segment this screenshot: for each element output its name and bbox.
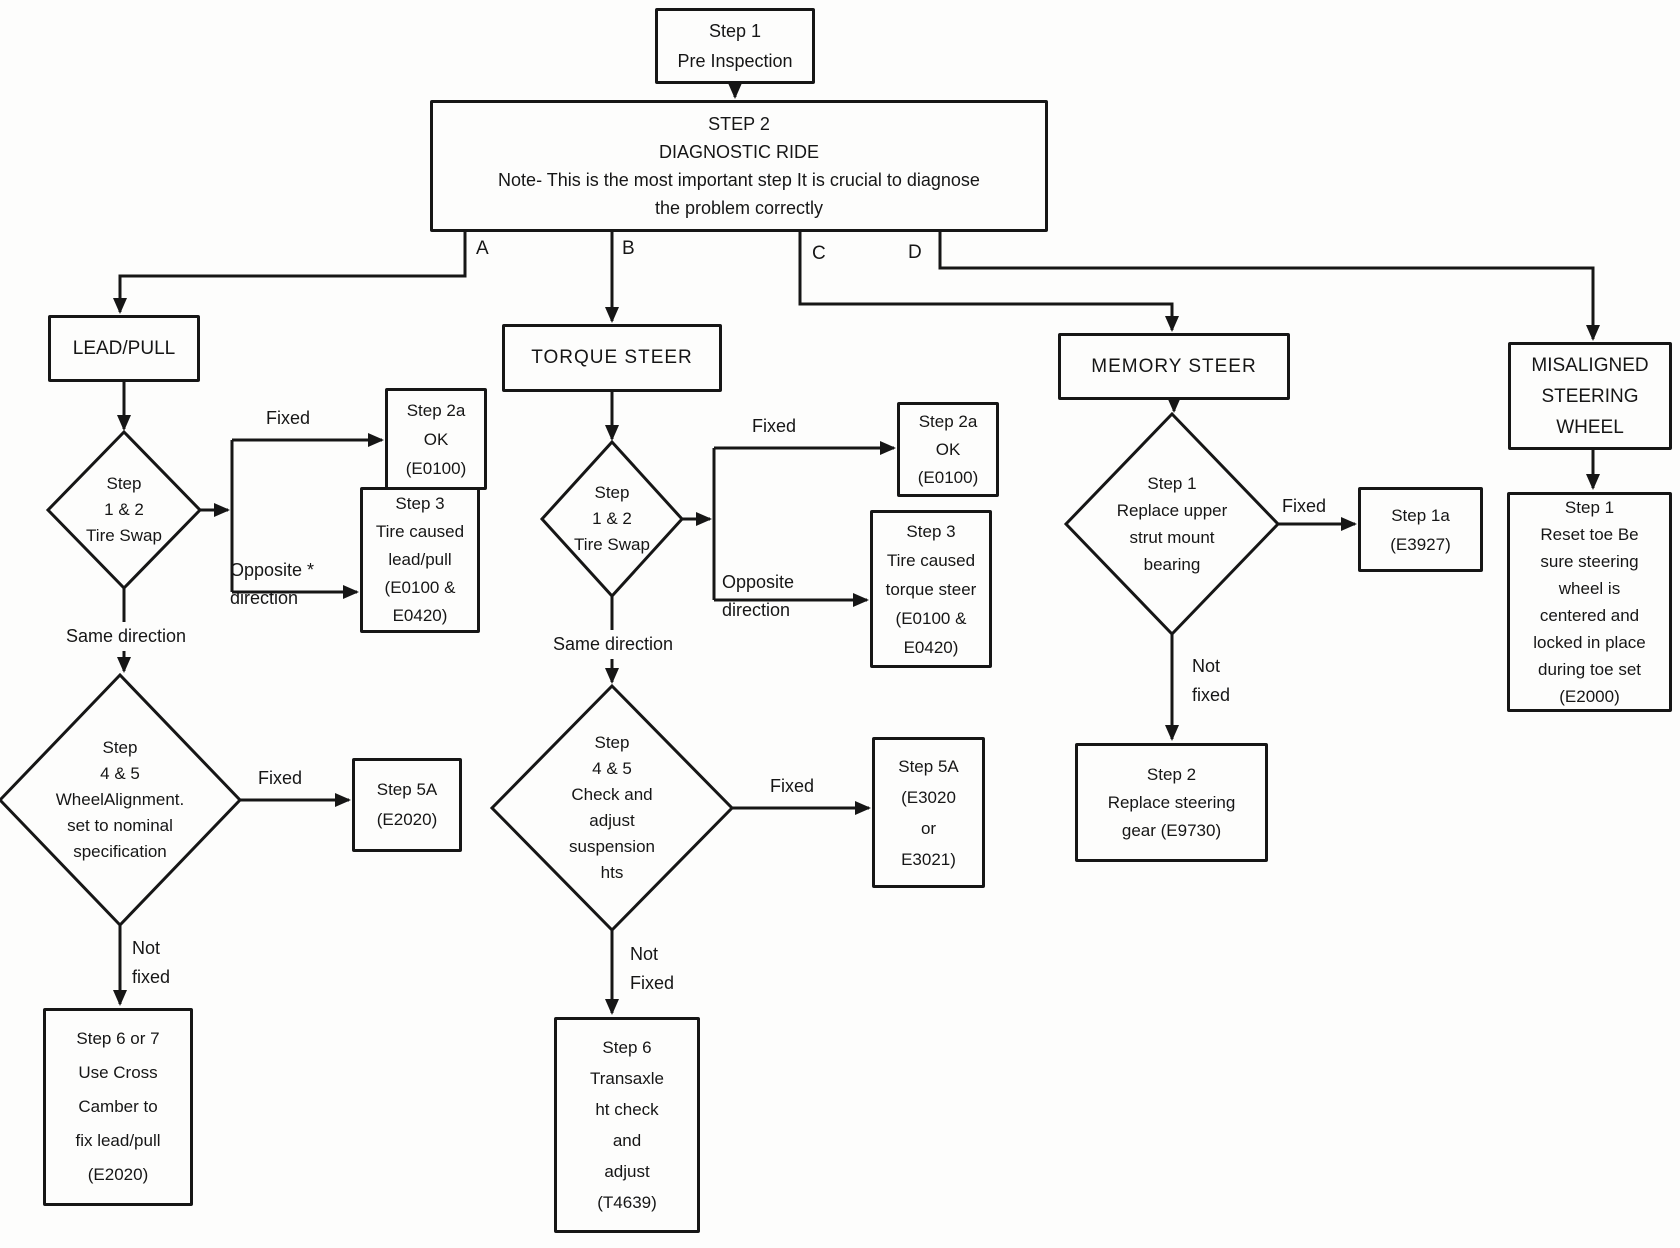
node-step6-transaxle: Step 6 Transaxle ht check and adjust (T4… <box>554 1017 700 1233</box>
node-diagnostic-ride-text: STEP 2 DIAGNOSTIC RIDE Note- This is the… <box>498 114 980 218</box>
node-memory-steer: MEMORY STEER <box>1058 333 1290 400</box>
node-step5a-e2020: Step 5A (E2020) <box>352 758 462 852</box>
node-step2a-ok-b-text: Step 2a OK (E0100) <box>917 411 979 487</box>
edge-label-not-fixed-b: Not Fixed <box>630 944 675 993</box>
node-step1-reset-toe-text: Step 1 Reset toe Be sure steering wheel … <box>1533 498 1646 706</box>
connector-branch-c <box>798 232 1179 332</box>
edge-label-same-direction-a: Same direction <box>40 622 212 651</box>
node-step2-replace-steering-gear-text: Step 2 Replace steering gear (E9730) <box>1107 764 1236 840</box>
edge-label-fixed-b-mid: Fixed <box>770 776 815 796</box>
node-torque-steer: TORQUE STEER <box>502 324 722 392</box>
node-step3-tire-caused-torque-steer-text: Step 3 Tire caused torque steer (E0100 &… <box>885 521 977 657</box>
decision-diamond-strut-mount-c <box>1063 411 1281 637</box>
edge-label-fixed-b-top: Fixed <box>752 416 797 436</box>
node-misaligned-steering-wheel-text: MISALIGNED STEERING WHEEL <box>1531 354 1649 438</box>
decision-diamond-suspension-b <box>489 683 735 933</box>
node-misaligned-steering-wheel: MISALIGNED STEERING WHEEL <box>1508 342 1672 450</box>
node-step1a-e3927: Step 1a (E3927) <box>1358 487 1483 572</box>
decision-diamond-wheel-alignment-a <box>0 672 243 928</box>
connector-branch-d <box>938 232 1600 341</box>
node-step6or7-cross-camber: Step 6 or 7 Use Cross Camber to fix lead… <box>43 1008 193 1206</box>
branch-label-d: D <box>908 242 922 263</box>
node-step5a-e2020-text: Step 5A (E2020) <box>376 780 438 829</box>
node-lead-pull-text: LEAD/PULL <box>72 337 176 359</box>
node-step2a-ok-b: Step 2a OK (E0100) <box>897 402 999 497</box>
node-step5a-e3020-text: Step 5A (E3020 or E3021) <box>898 756 959 869</box>
decision-diamond-tire-swap-b <box>539 439 685 599</box>
node-step6or7-cross-camber-text: Step 6 or 7 Use Cross Camber to fix lead… <box>75 1029 161 1184</box>
node-step2a-ok-a: Step 2a OK (E0100) <box>385 388 487 490</box>
node-pre-inspection: Step 1 Pre Inspection <box>655 8 815 84</box>
node-step6-transaxle-text: Step 6 Transaxle ht check and adjust (T4… <box>589 1038 664 1212</box>
node-diagnostic-ride: STEP 2 DIAGNOSTIC RIDE Note- This is the… <box>430 100 1048 232</box>
node-step5a-e3020: Step 5A (E3020 or E3021) <box>872 737 985 888</box>
edge-label-opposite-a: Opposite * direction <box>230 560 315 608</box>
connector-branch-a <box>113 232 467 314</box>
edge-label-fixed-a-mid: Fixed <box>258 768 303 788</box>
branch-label-a: A <box>476 238 489 259</box>
branch-label-c: C <box>812 243 826 264</box>
edge-label-fixed-c: Fixed <box>1282 496 1327 516</box>
edge-label-not-fixed-c: Not fixed <box>1192 656 1231 705</box>
node-step1a-e3927-text: Step 1a (E3927) <box>1390 505 1451 554</box>
node-step3-tire-caused-torque-steer: Step 3 Tire caused torque steer (E0100 &… <box>870 510 992 668</box>
branch-label-b: B <box>622 238 635 259</box>
node-lead-pull: LEAD/PULL <box>48 315 200 382</box>
node-step1-reset-toe: Step 1 Reset toe Be sure steering wheel … <box>1507 492 1672 712</box>
decision-diamond-tire-swap-a <box>45 429 203 591</box>
edge-label-opposite-b: Opposite direction <box>722 572 795 620</box>
node-step2-replace-steering-gear: Step 2 Replace steering gear (E9730) <box>1075 743 1268 862</box>
node-step3-tire-caused-leadpull-text: Step 3 Tire caused lead/pull (E0100 & E0… <box>375 494 465 625</box>
node-memory-steer-text: MEMORY STEER <box>1091 355 1257 377</box>
node-torque-steer-text: TORQUE STEER <box>531 347 693 368</box>
node-step3-tire-caused-leadpull: Step 3 Tire caused lead/pull (E0100 & E0… <box>360 487 480 633</box>
edge-label-fixed-a-top: Fixed <box>266 408 311 428</box>
node-step2a-ok-a-text: Step 2a OK (E0100) <box>405 400 467 478</box>
edge-label-not-fixed-a: Not fixed <box>132 938 171 987</box>
edge-label-same-direction-b: Same direction <box>528 630 698 659</box>
node-pre-inspection-text: Step 1 Pre Inspection <box>677 21 793 71</box>
